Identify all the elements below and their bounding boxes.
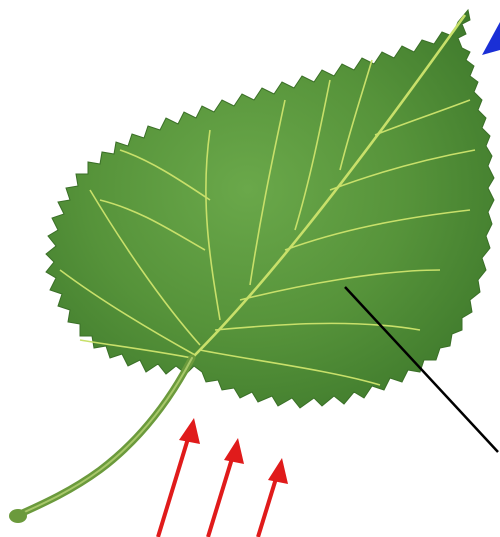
up-arrow-icon (208, 438, 244, 537)
up-arrow-icon (258, 458, 288, 537)
stem-base (9, 509, 27, 523)
blue-arrow-icon (482, 22, 500, 55)
leaf-stem (18, 358, 192, 515)
up-arrow-icon (158, 418, 200, 537)
